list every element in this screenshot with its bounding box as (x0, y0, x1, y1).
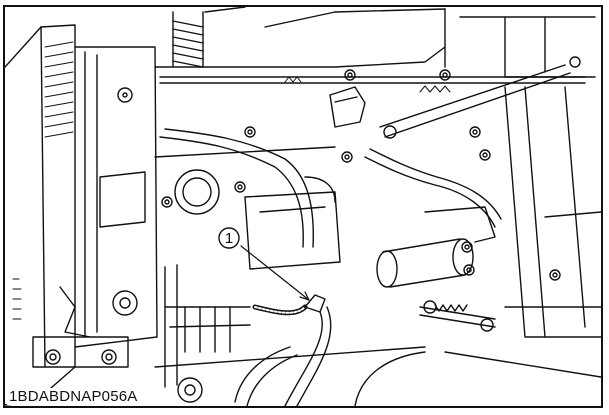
top-spring (172, 11, 204, 68)
lower-spring (419, 300, 496, 332)
bolts-top (244, 69, 491, 163)
right-frame (504, 86, 601, 338)
canister (244, 176, 341, 270)
radiator-panel (5, 24, 158, 406)
diagram-frame: 1 1BDABDNAP056A (3, 5, 603, 408)
upper-frame (154, 7, 596, 78)
reservoir-cap (161, 169, 246, 215)
callout-1: 1 (218, 227, 310, 301)
left-edge-marks (12, 278, 22, 320)
right-cylinder (376, 206, 496, 288)
relay-box (329, 86, 366, 128)
callout-number: 1 (225, 230, 233, 247)
radiator-fins (44, 41, 74, 138)
lower-hoses (234, 346, 601, 406)
upper-hoses (159, 128, 502, 248)
figure-id-label: 1BDABDNAP056A (7, 388, 140, 405)
linkage-rods (154, 64, 586, 158)
engine-bay-illustration: 1 (5, 7, 601, 406)
lower-bracket (154, 264, 426, 403)
fuel-hose (252, 294, 332, 406)
linkage-springs (284, 76, 451, 93)
